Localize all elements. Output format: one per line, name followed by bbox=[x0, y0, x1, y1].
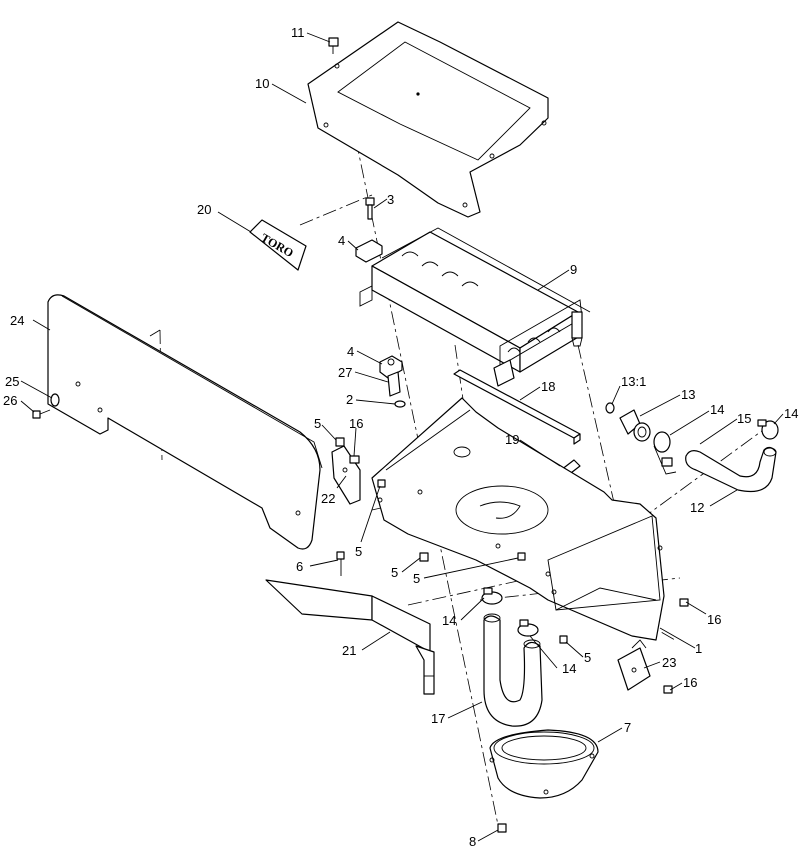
callout-19: 19 bbox=[505, 432, 519, 447]
callout-16-a: 16 bbox=[349, 416, 363, 431]
part-1-main-housing bbox=[371, 397, 665, 641]
part-10-top-cover bbox=[307, 21, 549, 218]
callout-6: 6 bbox=[296, 559, 303, 574]
part-3-bolt bbox=[365, 197, 375, 220]
part-6-screw bbox=[336, 551, 345, 560]
callout-labels: 11 10 3 20 4 9 24 4 27 25 26 2 18 13:1 1… bbox=[3, 25, 798, 849]
part-16-screw-a bbox=[349, 455, 360, 464]
part-14-clamp-c bbox=[481, 587, 503, 605]
callout-16-b: 16 bbox=[707, 612, 721, 627]
callout-9: 9 bbox=[570, 262, 577, 277]
callout-4-lower: 4 bbox=[347, 344, 354, 359]
callout-2: 2 bbox=[346, 392, 353, 407]
part-5-nut-c bbox=[419, 552, 429, 562]
part-21-deflector bbox=[265, 579, 435, 695]
part-5-nut-d bbox=[517, 552, 526, 561]
part-25-washer bbox=[50, 393, 60, 407]
part-16-screw-b bbox=[679, 598, 689, 607]
part-4-upper-bracket bbox=[355, 239, 383, 263]
callout-15: 15 bbox=[737, 411, 751, 426]
callout-12: 12 bbox=[690, 500, 704, 515]
callout-10: 10 bbox=[255, 76, 269, 91]
part-2-washer bbox=[394, 400, 406, 408]
callout-26: 26 bbox=[3, 393, 17, 408]
callout-17: 17 bbox=[431, 711, 445, 726]
part-5-nut-a bbox=[335, 437, 345, 447]
part-14-clamp-b bbox=[757, 419, 779, 440]
part-5-nut-e bbox=[559, 635, 568, 644]
callout-8: 8 bbox=[469, 834, 476, 849]
part-17-hose bbox=[483, 613, 543, 727]
callout-1: 1 bbox=[695, 641, 702, 656]
callout-5-e: 5 bbox=[584, 650, 591, 665]
callout-24: 24 bbox=[10, 313, 24, 328]
part-15-hose bbox=[685, 446, 777, 493]
callout-5-d: 5 bbox=[413, 571, 420, 586]
callout-14-lower-b: 14 bbox=[562, 661, 576, 676]
callout-4-upper: 4 bbox=[338, 233, 345, 248]
callout-13: 13 bbox=[681, 387, 695, 402]
callout-7: 7 bbox=[624, 720, 631, 735]
callout-14-upper-b: 14 bbox=[784, 406, 798, 421]
part-16-screw-c bbox=[663, 685, 673, 694]
callout-27: 27 bbox=[338, 365, 352, 380]
part-14-clamp-a bbox=[653, 431, 677, 475]
part-14-clamp-d bbox=[517, 619, 539, 637]
callout-16-c: 16 bbox=[683, 675, 697, 690]
callout-14-upper-a: 14 bbox=[710, 402, 724, 417]
leader-lines bbox=[20, 32, 784, 842]
part-11-screw bbox=[328, 37, 339, 54]
callout-21: 21 bbox=[342, 643, 356, 658]
part-27-spacer bbox=[387, 371, 401, 397]
callout-3: 3 bbox=[387, 192, 394, 207]
callout-11: 11 bbox=[291, 25, 305, 40]
callout-18: 18 bbox=[541, 379, 555, 394]
callout-22: 22 bbox=[321, 491, 335, 506]
part-7-bowl bbox=[489, 729, 599, 799]
part-20-toro-decal: TORO bbox=[249, 219, 307, 271]
callout-25: 25 bbox=[5, 374, 19, 389]
callout-13-1: 13:1 bbox=[621, 374, 646, 389]
callout-5-c: 5 bbox=[391, 565, 398, 580]
part-5-nut-b bbox=[377, 479, 386, 488]
part-23-bracket bbox=[617, 639, 651, 691]
part-13-1-oring bbox=[605, 402, 615, 414]
part-13-fitting bbox=[619, 409, 651, 442]
part-8-nut bbox=[497, 823, 507, 833]
callout-20: 20 bbox=[197, 202, 211, 217]
part-22-bracket bbox=[331, 445, 361, 505]
part-9-box bbox=[359, 227, 591, 387]
callout-5-a: 5 bbox=[314, 416, 321, 431]
part-18-bar bbox=[453, 369, 581, 445]
callout-14-lower-a: 14 bbox=[442, 613, 456, 628]
fasteners bbox=[335, 437, 689, 833]
callout-5-b: 5 bbox=[355, 544, 362, 559]
part-24-side-panel bbox=[47, 294, 323, 550]
part-26-screw bbox=[32, 409, 51, 419]
callout-23: 23 bbox=[662, 655, 676, 670]
